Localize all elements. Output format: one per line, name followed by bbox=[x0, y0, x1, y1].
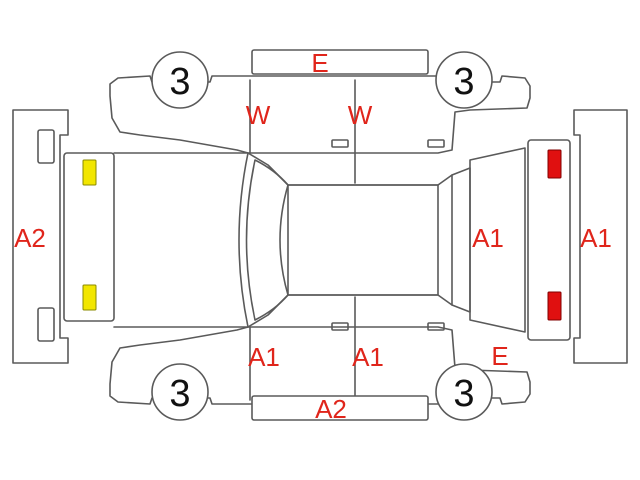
rear-lamp-bottom bbox=[547, 291, 562, 321]
code-roof-side-top: E bbox=[311, 48, 328, 78]
code-rear-door-bottom: A1 bbox=[352, 342, 384, 372]
side-sills bbox=[251, 49, 429, 421]
code-rear-bumper: A1 bbox=[580, 223, 612, 253]
sill-bottom bbox=[251, 395, 429, 421]
wheel-rear-left bbox=[435, 51, 493, 109]
sill-top bbox=[251, 49, 429, 75]
wheel-front-right bbox=[151, 363, 209, 421]
code-rear-door-top: W bbox=[348, 100, 373, 130]
wheels: 3 3 3 3 bbox=[151, 51, 493, 421]
code-rear-hatch: A1 bbox=[472, 223, 504, 253]
front-lamp-top bbox=[82, 159, 97, 186]
wheel-front-left-number: 3 bbox=[169, 61, 190, 103]
code-sill-bottom: A2 bbox=[315, 394, 347, 424]
front-lamp-bottom bbox=[82, 284, 97, 311]
wheel-rear-right-number: 3 bbox=[453, 373, 474, 415]
code-front-bumper: A2 bbox=[14, 223, 46, 253]
wheel-front-right-number: 3 bbox=[169, 373, 190, 415]
wheel-rear-right bbox=[435, 363, 493, 421]
wheel-front-left bbox=[151, 51, 209, 109]
lamps bbox=[82, 149, 562, 321]
front-bumper bbox=[12, 109, 69, 364]
code-front-door-bottom: A1 bbox=[248, 342, 280, 372]
code-front-door-top: W bbox=[246, 100, 271, 130]
damage-codes: E W W A2 A1 A1 A1 A1 E A2 bbox=[14, 48, 612, 424]
rear-lamp-top bbox=[547, 149, 562, 179]
rear-bumper bbox=[573, 109, 628, 364]
wheel-rear-left-number: 3 bbox=[453, 61, 474, 103]
code-rear-quarter-bottom: E bbox=[491, 341, 508, 371]
car-top-view-body bbox=[63, 139, 571, 341]
